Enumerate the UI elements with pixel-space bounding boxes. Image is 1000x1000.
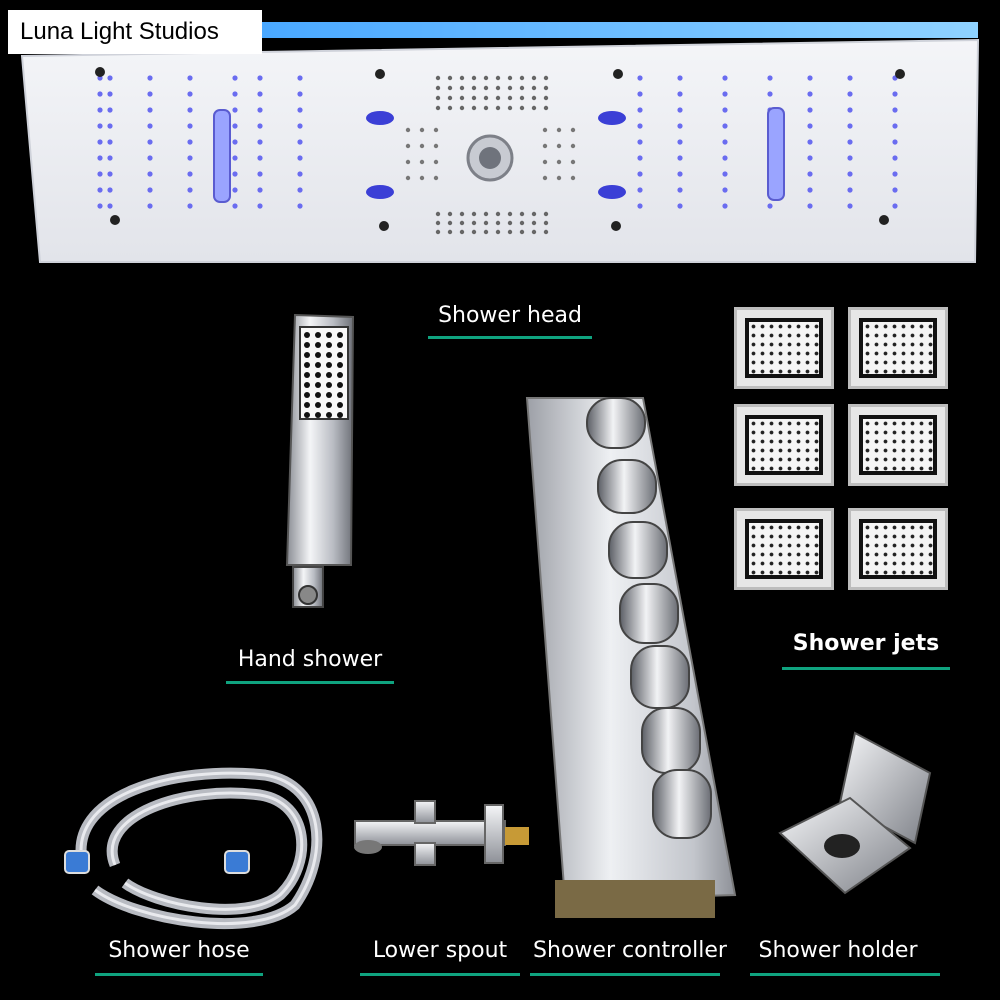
shower-jet <box>734 404 834 486</box>
underline-shower-head <box>428 336 592 339</box>
label-shower-holder: Shower holder <box>758 938 918 963</box>
shower-head-nozzles <box>97 75 898 235</box>
shower-head-image <box>20 22 980 263</box>
hand-shower-image <box>285 313 355 608</box>
underline-shower-holder <box>750 973 940 976</box>
underline-shower-hose <box>95 973 263 976</box>
shower-jet <box>848 307 948 389</box>
shower-jet <box>848 508 948 590</box>
shower-holder-image <box>778 731 932 895</box>
lower-spout-image <box>354 800 529 866</box>
label-shower-controller: Shower controller <box>533 938 727 963</box>
shower-jet <box>848 404 948 486</box>
shower-hose-image <box>64 767 323 929</box>
underline-shower-controller <box>530 973 720 976</box>
brand-watermark: Luna Light Studios <box>8 10 262 54</box>
shower-controller-image <box>525 397 737 918</box>
shower-jet <box>734 307 834 389</box>
label-hand-shower: Hand shower <box>237 647 383 672</box>
label-lower-spout: Lower spout <box>372 938 508 963</box>
label-shower-head: Shower head <box>438 303 582 328</box>
label-shower-hose: Shower hose <box>108 938 250 963</box>
label-shower-jets: Shower jets <box>792 631 940 656</box>
underline-shower-jets <box>782 667 950 670</box>
shower-jet <box>734 508 834 590</box>
underline-lower-spout <box>360 973 520 976</box>
underline-hand-shower <box>226 681 394 684</box>
